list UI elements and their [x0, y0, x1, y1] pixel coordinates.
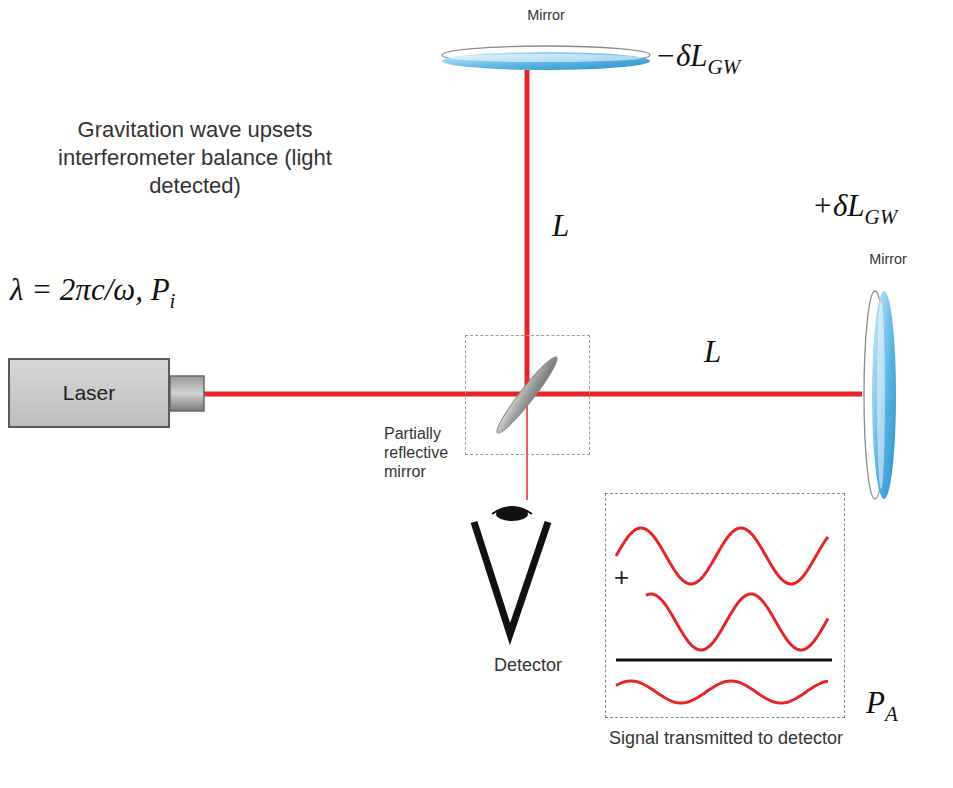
arm-length: L [704, 334, 721, 370]
rightMirror-shape [862, 250, 914, 505]
mirror-highlight [877, 301, 885, 489]
note: Gravitation wave upsets interferometer b… [30, 116, 360, 200]
laser-beam [590, 392, 862, 397]
detector-label: Detector [466, 655, 590, 676]
output-power: PA [866, 685, 898, 721]
signal-wave [616, 528, 828, 584]
mirror-label: Mirror [440, 6, 652, 24]
plus-sign: + [614, 562, 629, 593]
beam-splitter-plate [492, 353, 562, 437]
subscript: A [885, 702, 898, 726]
laser-beam [525, 70, 530, 335]
subscript: GW [865, 205, 898, 229]
laser-box: Laser [8, 358, 170, 428]
splitter-label: Partially reflective mirror [384, 424, 464, 481]
subscript: GW [708, 55, 741, 79]
beam-splitter-box: Partially reflective mirror [465, 335, 590, 455]
laser-label: Laser [63, 381, 116, 405]
laser-parameters: λ = 2πc/ω, Pi [10, 272, 175, 308]
subscript: i [170, 289, 176, 313]
waves-shape [606, 494, 844, 717]
laser-parameters-text: λ = 2πc/ω, P [10, 272, 170, 307]
mirror-surface [872, 291, 896, 499]
laser-nozzle [170, 376, 204, 411]
output-power-text: P [866, 685, 885, 720]
right-mirror: Mirror [862, 250, 914, 505]
signal-wave [616, 681, 828, 703]
mirror-highlight [450, 54, 642, 62]
eye-shape [466, 500, 590, 676]
eye-pupil [496, 507, 528, 521]
signal-box: +Signal transmitted to detector [605, 493, 845, 718]
sum-bar [616, 659, 832, 662]
laser-beam [526, 455, 528, 500]
mirror-surface [442, 52, 650, 70]
eye-v [474, 522, 548, 634]
displacement-label: −δLGW [655, 38, 740, 74]
arm-length: L [552, 208, 569, 244]
displacement-label-text: −δL [655, 38, 708, 73]
displacement-label: +δLGW [812, 188, 897, 224]
top-mirror: Mirror [440, 6, 652, 70]
arm-length-text: L [704, 334, 721, 369]
mirror-label: Mirror [862, 250, 914, 268]
detector: Detector [466, 500, 590, 676]
signal-wave [646, 594, 828, 650]
laser-beam [170, 392, 465, 397]
arm-length-text: L [552, 208, 569, 243]
displacement-label-text: +δL [812, 188, 865, 223]
signal-caption: Signal transmitted to detector [596, 727, 856, 749]
note-text: Gravitation wave upsets interferometer b… [58, 117, 332, 198]
